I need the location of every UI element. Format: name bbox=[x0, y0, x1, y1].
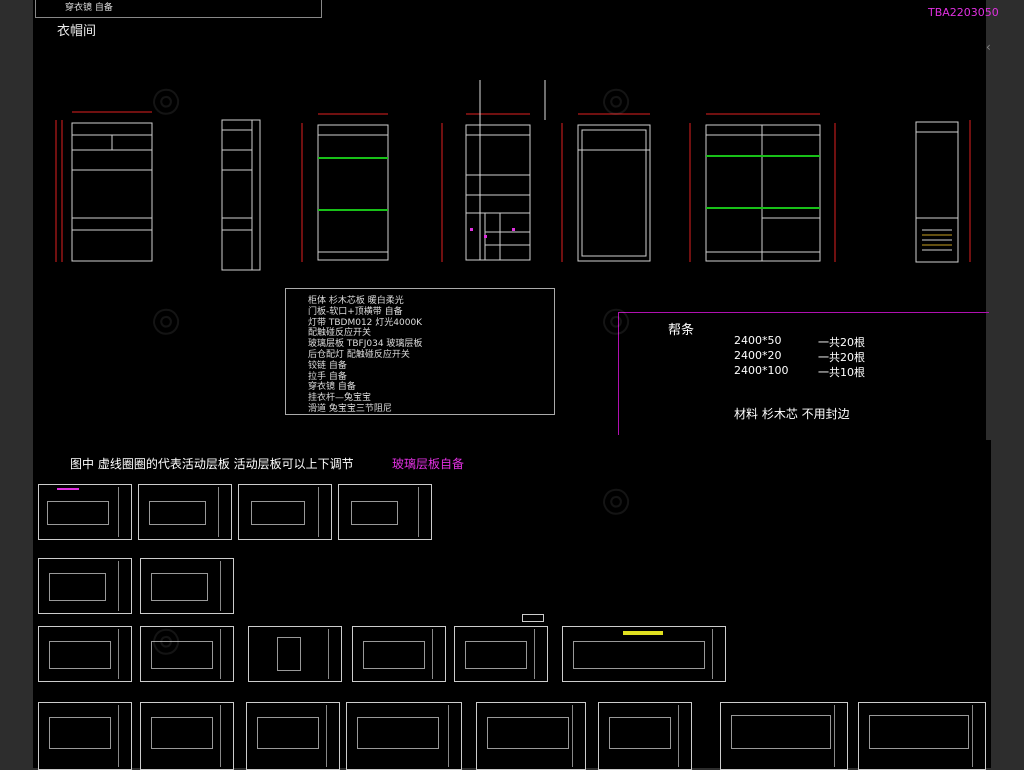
drawing-canvas-top bbox=[33, 0, 986, 440]
note-line: 拉手 自备 bbox=[308, 371, 347, 382]
sheet-thumbnail[interactable] bbox=[352, 626, 446, 682]
sheet-thumbnail[interactable] bbox=[346, 702, 462, 770]
sheet-thumbnail[interactable] bbox=[140, 558, 234, 614]
scroll-indicator[interactable]: ‹ bbox=[986, 40, 991, 54]
trim-strip-title: 帮条 bbox=[668, 323, 695, 338]
materials-notes-box: 柜体 杉木芯板 暖白柔光 门板-软口+顶横带 自备 灯带 TBDM012 灯光4… bbox=[285, 288, 555, 415]
sheet-thumbnail[interactable] bbox=[720, 702, 848, 770]
trim-size: 2400*100 bbox=[734, 364, 789, 377]
caption-highlight: 玻璃层板自备 bbox=[392, 457, 465, 471]
trim-size: 2400*50 bbox=[734, 334, 782, 347]
trim-strip-box bbox=[618, 312, 989, 435]
note-line: 后仓配灯 配触碰反应开关 bbox=[308, 349, 410, 360]
sheet-thumbnail[interactable] bbox=[476, 702, 586, 770]
note-line: 穿衣镜 自备 bbox=[308, 382, 356, 393]
sheet-thumbnail[interactable] bbox=[338, 484, 432, 540]
note-line: 配触碰反应开关 bbox=[308, 328, 372, 339]
sheet-thumbnail[interactable] bbox=[138, 484, 232, 540]
note-line: 灯带 TBDM012 灯光4000K bbox=[308, 317, 423, 328]
sheet-thumbnail[interactable] bbox=[246, 702, 340, 770]
trim-size: 2400*20 bbox=[734, 349, 782, 362]
sheet-thumbnail[interactable] bbox=[454, 626, 548, 682]
sheet-thumbnail[interactable] bbox=[38, 702, 132, 770]
note-line: 铰链 自备 bbox=[308, 360, 347, 371]
trim-count: 一共20根 bbox=[818, 351, 865, 364]
sheet-thumbnail[interactable] bbox=[248, 626, 342, 682]
note-line: 柜体 杉木芯板 暖白柔光 bbox=[308, 296, 404, 306]
sheet-thumbnail[interactable] bbox=[140, 626, 234, 682]
trim-count: 一共20根 bbox=[818, 336, 865, 349]
trim-material: 材料 杉木芯 不用封边 bbox=[734, 407, 850, 421]
small-marker bbox=[522, 614, 544, 622]
note-line: 门板-软口+顶横带 自备 bbox=[308, 306, 403, 317]
sheet-thumbnail[interactable] bbox=[38, 484, 132, 540]
sheet-thumbnail[interactable] bbox=[38, 626, 132, 682]
note-line: 挂衣杆—兔宝宝 bbox=[308, 393, 372, 404]
cabinet-elevations bbox=[55, 80, 971, 271]
clipped-note-line1: 穿衣镜 自备 bbox=[65, 3, 113, 13]
trim-count: 一共10根 bbox=[818, 366, 865, 379]
note-line: 玻璃层板 TBFJ034 玻璃层板 bbox=[308, 339, 423, 350]
sheet-thumbnail[interactable] bbox=[598, 702, 692, 770]
sheet-thumbnail-wide[interactable] bbox=[562, 626, 726, 682]
drawing-code: TBA2203050 bbox=[928, 6, 999, 19]
sheet-thumbnail[interactable] bbox=[858, 702, 986, 770]
clipped-note-box bbox=[35, 0, 322, 18]
sheet-thumbnail[interactable] bbox=[238, 484, 332, 540]
caption-text: 图中 虚线圈圈的代表活动层板 活动层板可以上下调节 bbox=[70, 457, 354, 471]
note-line: 滑道 兔宝宝三节阻尼 bbox=[308, 403, 392, 414]
sheet-thumbnail[interactable] bbox=[140, 702, 234, 770]
page-title: 衣帽间 bbox=[57, 24, 97, 39]
sheet-thumbnail[interactable] bbox=[38, 558, 132, 614]
